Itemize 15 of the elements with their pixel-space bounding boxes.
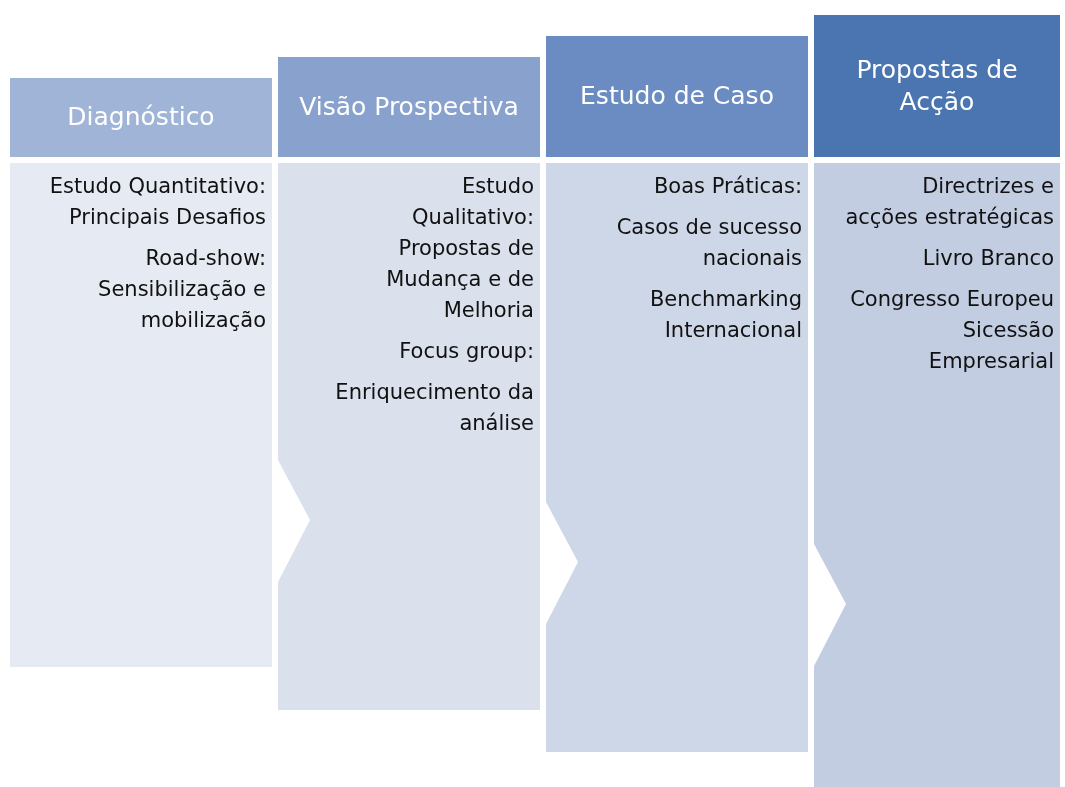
- body-text: Benchmarking Internacional: [648, 286, 802, 344]
- stage-header: Diagnóstico: [10, 78, 272, 157]
- body-text: Enriquecimento da análise: [334, 379, 534, 437]
- body-text: Congresso Europeu Sicessão Empresarial: [849, 286, 1054, 375]
- stage-header: Estudo de Caso: [546, 36, 808, 157]
- stage-header: Visão Prospectiva: [278, 57, 540, 157]
- body-text: Casos de sucesso nacionais: [615, 214, 802, 272]
- body-text: Livro Branco: [921, 245, 1054, 272]
- stage-header: Propostas de Acção: [814, 15, 1060, 157]
- body-text: Estudo Quantitativo: Principais Desafios: [48, 173, 266, 231]
- body-text: Estudo Qualitativo: Propostas de Mudança e de Melhoria: [385, 173, 534, 324]
- body-text: Road-show: Sensibilização e mobilização: [97, 245, 266, 334]
- body-text: Directrizes e acções estratégicas: [844, 173, 1054, 231]
- body-text: Focus group:: [398, 338, 534, 365]
- body-text: Boas Práticas:: [652, 173, 802, 200]
